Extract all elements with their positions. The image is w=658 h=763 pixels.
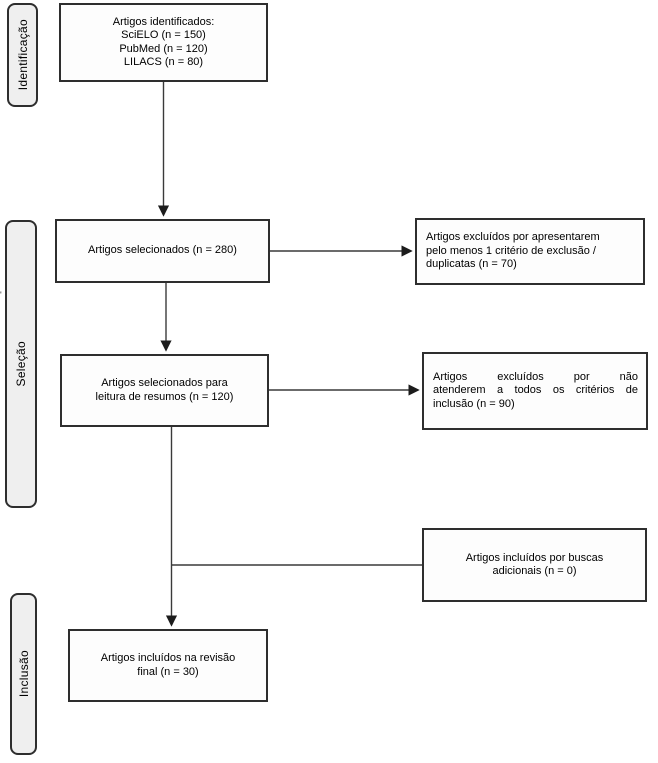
box-line: atenderem a todos os critérios de [433, 384, 638, 397]
box-final-included: Artigos incluídos na revisão final (n = … [68, 629, 268, 702]
stray-mark: ' [0, 290, 2, 300]
box-line: Artigos incluídos na revisão [100, 652, 236, 664]
box-line: Artigos excluídos por apresentarem [426, 231, 600, 244]
box-articles-identified: Artigos identificados: SciELO (n = 150) … [59, 3, 268, 82]
box-line: Artigos identificados: [112, 15, 215, 28]
box-line: PubMed (n = 120) [119, 42, 208, 55]
box-articles-selected: Artigos selecionados (n = 280) [55, 219, 270, 283]
box-line: pelo menos 1 critério de exclusão / [426, 244, 596, 257]
box-abstract-reading: Artigos selecionados para leitura de res… [60, 354, 269, 427]
box-line: Artigos excluídos por não [433, 370, 638, 383]
stage-label-text: Seleção [14, 341, 28, 387]
box-additional-searches: Artigos incluídos por buscas adicionais … [422, 528, 647, 602]
box-line: leitura de resumos (n = 120) [95, 390, 234, 403]
box-line: final (n = 30) [137, 665, 199, 678]
stage-label-selecao: Seleção [5, 220, 37, 508]
box-line: LILACS (n = 80) [123, 56, 204, 68]
box-line: Artigos selecionados (n = 280) [88, 244, 237, 257]
stage-label-identificacao: Identificação [7, 3, 38, 107]
stage-label-inclusao: Inclusão [10, 593, 37, 755]
box-line: inclusão (n = 90) [433, 397, 515, 410]
box-line: Artigos selecionados para [101, 377, 228, 389]
box-line: SciELO (n = 150) [121, 29, 206, 41]
box-line: Artigos incluídos por buscas [465, 551, 604, 564]
box-excluded-duplicates: Artigos excluídos por apresentarem pelo … [415, 218, 645, 285]
stage-label-text: Inclusão [16, 650, 31, 698]
box-line: adicionais (n = 0) [492, 565, 577, 577]
box-excluded-criteria: Artigos excluídos por não atenderem a to… [422, 352, 648, 430]
box-line: duplicatas (n = 70) [426, 258, 517, 271]
stage-label-text: Identificação [15, 19, 30, 91]
